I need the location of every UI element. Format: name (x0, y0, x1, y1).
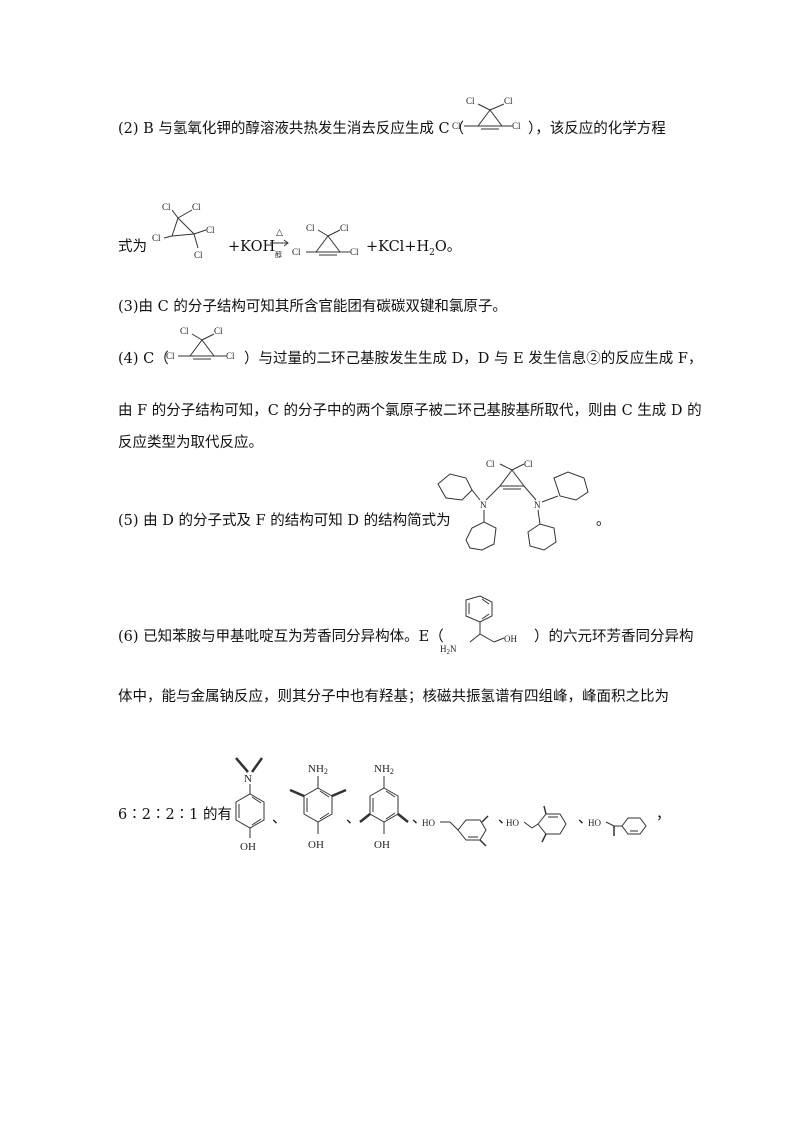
cl-label: Cl (152, 233, 161, 243)
q6-line2: 体中，能与金属钠反应，则其分子中也有羟基；核磁共振氢谱有四组峰，峰面积之比为 (118, 689, 669, 705)
cl-label: Cl (306, 223, 315, 233)
cl-label: Cl (226, 351, 235, 361)
oh-label: OH (374, 839, 390, 851)
molecule-E: H2N OH (436, 594, 532, 658)
molecule-B-reactant: Cl Cl Cl Cl Cl (150, 200, 230, 262)
cl-label: Cl (466, 96, 475, 106)
q6-line1-prefix: (6) 已知苯胺与甲基吡啶互为芳香同分异构体。E（ (118, 629, 444, 645)
cl-label: Cl (192, 202, 201, 212)
q2-line1-prefix: (2) B 与氢氧化钾的醇溶液共热发生消去反应生成 C（ (118, 121, 465, 137)
alcohol-condition: 醇 (275, 250, 282, 259)
nh-text: NH (374, 763, 390, 775)
isomer-1: N OH (224, 752, 276, 856)
q2-line1-suffix: ），该反应的化学方程 (528, 121, 666, 137)
cl-label: Cl (292, 247, 301, 257)
q3-text: (3)由 C 的分子结构可知其所含官能团有碳碳双键和氯原子。 (118, 299, 507, 315)
n-atom: N (450, 644, 457, 654)
ho-label: HO (422, 818, 435, 828)
separator-2: 、 (346, 811, 361, 827)
subscript-2: 2 (429, 247, 435, 258)
ho-label: HO (588, 818, 601, 828)
q5-end: 。 (596, 513, 611, 529)
cl-label: Cl (214, 326, 223, 336)
cl-label: Cl (486, 459, 495, 469)
cl-label: Cl (166, 351, 175, 361)
q4-line2: 由 F 的分子结构可知，C 的分子中的两个氯原子被二环己基胺基所取代，则由 C … (118, 403, 702, 419)
heat-symbol: △ (276, 227, 283, 237)
ho-label: HO (506, 818, 519, 828)
n-label: N (534, 500, 541, 510)
q4-line1-suffix: ）与过量的二环己基胺发生生成 D，D 与 E 发生信息②的反应生成 F， (244, 351, 703, 367)
h2n-label: H2N (440, 644, 457, 656)
isomer-3: NH2 OH (352, 752, 412, 856)
q6-line3-prefix: 6∶2∶2∶1 的有 (118, 807, 233, 823)
oh-label: OH (504, 634, 517, 644)
cl-label: Cl (524, 459, 533, 469)
nh2-label: NH2 (374, 763, 394, 776)
molecule-C-inline-2: Cl Cl Cl Cl (160, 326, 240, 368)
n-label: N (244, 773, 252, 785)
nh2-label: NH2 (308, 763, 328, 776)
cl-label: Cl (340, 223, 349, 233)
oh-label: OH (240, 841, 256, 853)
cl-label: Cl (194, 250, 203, 260)
molecule-C-product: Cl Cl Cl Cl (290, 222, 366, 264)
separator-5: 、 (578, 811, 593, 827)
separator-3: 、 (412, 811, 427, 827)
q6-end: ， (656, 807, 671, 823)
isomer-5: HO (506, 800, 572, 852)
subscript-2: 2 (324, 767, 328, 776)
nh-text: NH (308, 763, 324, 775)
oh-label: OH (308, 839, 324, 851)
cl-label: Cl (206, 225, 215, 235)
products-tail: O。 (434, 239, 462, 255)
separator-1: 、 (272, 811, 287, 827)
cl-label: Cl (504, 96, 513, 106)
isomer-6: HO (588, 804, 652, 848)
reaction-arrow: △ 醇 (268, 226, 292, 262)
cl-label: Cl (452, 121, 461, 131)
isomer-2: NH2 OH (286, 752, 352, 856)
cl-label: Cl (162, 202, 171, 212)
q5-text: (5) 由 D 的分子式及 F 的结构可知 D 的结构简式为 (118, 513, 451, 529)
products-text: +KCl+H2O。 (366, 238, 461, 262)
separator-4: 、 (498, 811, 513, 827)
cl-label: Cl (180, 326, 189, 336)
q6-line1-suffix: ）的六元环芳香同分异构 (534, 629, 694, 645)
subscript-2: 2 (447, 648, 451, 656)
subscript-2: 2 (390, 767, 394, 776)
q2-line2-prefix: 式为 (118, 239, 147, 255)
cl-label: Cl (512, 121, 521, 131)
q4-line3: 反应类型为取代反应。 (118, 435, 263, 451)
molecule-D: Cl Cl N N (428, 456, 598, 576)
h-atom: H (440, 644, 447, 654)
molecule-C-inline-1: Cl Cl Cl Cl (448, 96, 528, 138)
koh-text: +KOH (228, 239, 276, 255)
cl-label: Cl (350, 247, 359, 257)
isomer-4: HO (422, 800, 498, 852)
n-label: N (480, 500, 487, 510)
products-main: +KCl+H (366, 239, 430, 255)
q4-line1-prefix: (4) C（ (118, 351, 169, 367)
